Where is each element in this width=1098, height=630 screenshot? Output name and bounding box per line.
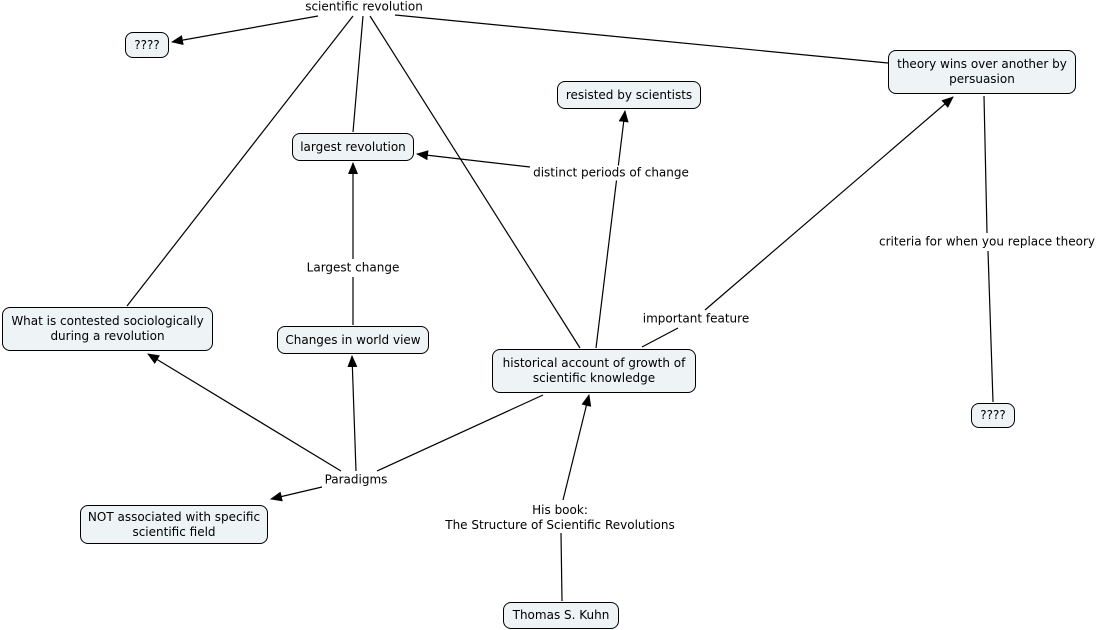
linking-phrase-criteria[interactable]: criteria for when you replace theory — [876, 234, 1098, 250]
edge-revolution-to-largest-revolution — [352, 15, 364, 133]
edge-revolution-to-unknown-top — [171, 15, 319, 45]
edge-revolution-to-theory-wins — [394, 14, 889, 64]
linking-phrase-distinct-periods[interactable]: distinct periods of change — [531, 165, 691, 181]
concept-node-text: Changes in world view — [285, 332, 421, 347]
edge-distinct-periods-to-largest-revolution — [416, 150, 531, 168]
concept-node-text: ???? — [980, 408, 1006, 422]
concept-node-unknown-top[interactable]: ???? — [125, 32, 169, 58]
edge-historical-to-resisted — [595, 110, 629, 349]
concept-node-text: What is contested sociologically during … — [11, 314, 204, 343]
linking-phrase-important-feature[interactable]: important feature — [640, 311, 752, 327]
concept-node-theory-wins[interactable]: theory wins over another by persuasion — [888, 50, 1076, 94]
edge-revolution-to-contested — [126, 15, 354, 307]
concept-node-kuhn[interactable]: Thomas S. Kuhn — [503, 602, 619, 629]
concept-node-text: ???? — [134, 37, 160, 52]
edge-paradigms-to-contested — [147, 353, 342, 472]
edge-kuhn-to-his-book — [560, 532, 563, 602]
linking-phrase-largest-change[interactable]: Largest change — [304, 260, 402, 276]
edge-paradigms-to-not-associated — [270, 486, 323, 502]
concept-node-text: resisted by scientists — [565, 87, 693, 102]
concept-node-contested[interactable]: What is contested sociologically during … — [2, 307, 213, 351]
linking-phrase-paradigms[interactable]: Paradigms — [322, 472, 390, 488]
edge-historical-to-important-feature — [641, 327, 679, 348]
edge-important-feature-to-theory-wins — [704, 96, 954, 311]
edge-criteria-to-unknown-right — [987, 250, 994, 403]
concept-node-not-associated[interactable]: NOT associated with specific scientific … — [80, 505, 268, 544]
concept-node-text: NOT associated with specific scientific … — [87, 509, 261, 539]
edge-revolution-to-historical — [369, 15, 581, 349]
edge-historical-to-paradigms — [376, 394, 544, 472]
concept-node-text: historical account of growth of scientif… — [502, 356, 686, 385]
linking-phrase-scientific-revolution[interactable]: scientific revolution — [303, 0, 425, 15]
edge-his-book-to-historical — [562, 394, 592, 501]
concept-node-largest-revolution[interactable]: largest revolution — [292, 133, 414, 161]
concept-node-text: theory wins over another by persuasion — [897, 57, 1067, 86]
concept-node-unknown-right[interactable]: ???? — [971, 403, 1015, 428]
linking-phrase-his-book[interactable]: His book: The Structure of Scientific Re… — [443, 503, 677, 533]
concept-node-text: Thomas S. Kuhn — [512, 608, 610, 622]
concept-node-text: largest revolution — [300, 139, 406, 154]
concept-node-world-view[interactable]: Changes in world view — [277, 326, 429, 354]
concept-node-historical-account[interactable]: historical account of growth of scientif… — [492, 349, 696, 393]
edge-theory-wins-to-criteria — [983, 95, 988, 234]
edge-paradigms-to-world-view — [347, 355, 358, 472]
concept-node-resisted[interactable]: resisted by scientists — [557, 81, 701, 109]
